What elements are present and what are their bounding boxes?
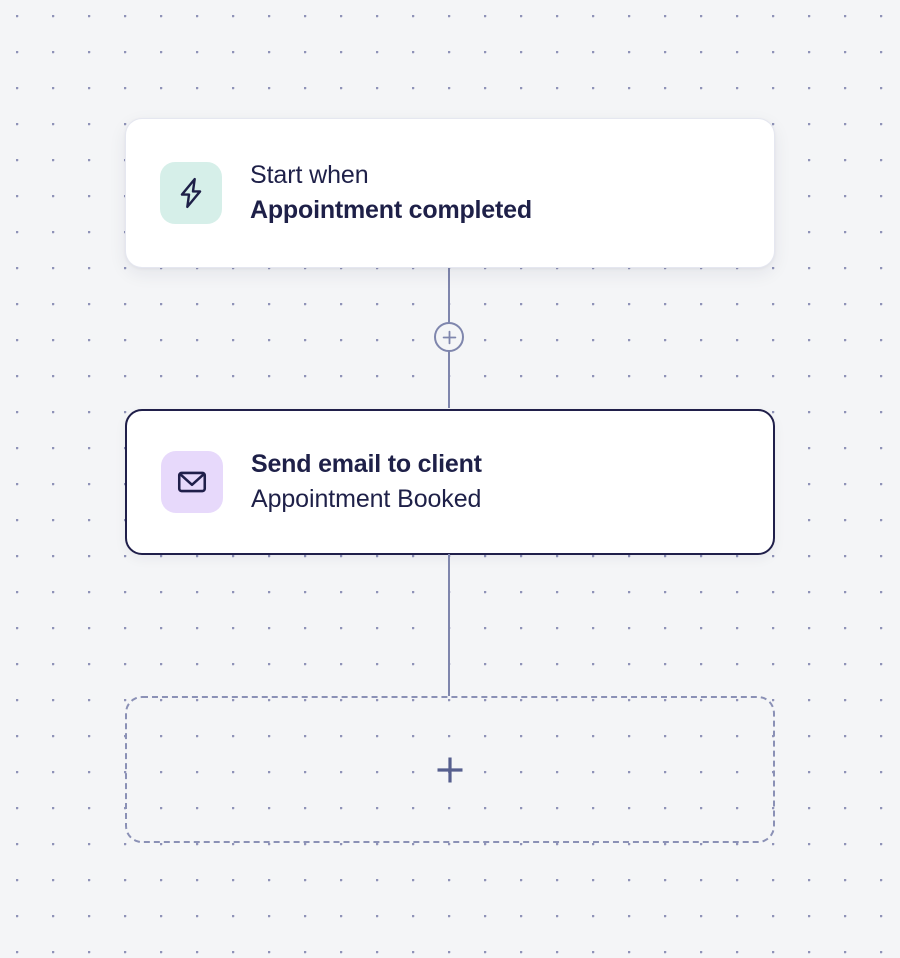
trigger-text-block: Start when Appointment completed [250,158,532,229]
trigger-icon-tile [160,162,222,224]
action-label-bottom: Appointment Booked [251,485,482,513]
workflow-node-action[interactable]: Send email to client Appointment Booked [125,409,775,555]
action-text-block: Send email to client Appointment Booked [251,447,482,518]
trigger-label-top: Start when [250,160,369,189]
plus-circle-icon [442,330,457,345]
action-label-top: Send email to client [251,449,482,478]
add-step-drop-zone[interactable] [125,696,775,843]
add-step-button[interactable] [434,322,464,352]
plus-icon [435,755,465,785]
connector-line-action-to-dropzone [448,554,450,696]
lightning-bolt-icon [174,176,208,210]
trigger-label-bottom: Appointment completed [250,196,532,224]
action-icon-tile [161,451,223,513]
workflow-node-trigger[interactable]: Start when Appointment completed [125,118,775,268]
envelope-icon [175,465,209,499]
